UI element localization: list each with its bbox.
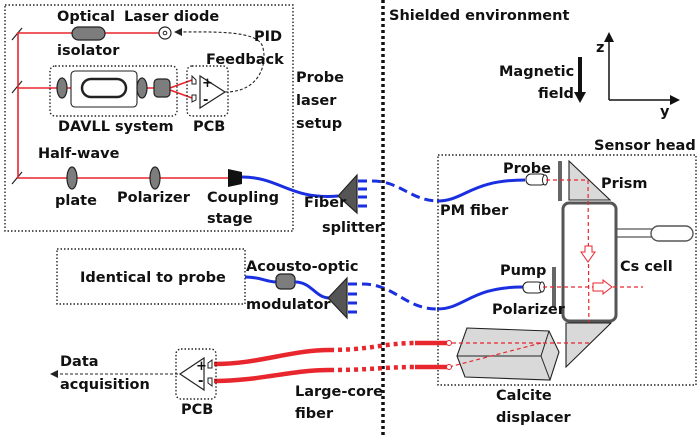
beam-calcite-extraordinary: [448, 342, 542, 368]
label-pid: PID: [254, 29, 282, 45]
optical-isolator: [71, 26, 106, 41]
amp-plus-sign-bottom: +: [196, 359, 207, 374]
large-core-fiber-1-dashed: [329, 340, 416, 353]
pm-fiber-probe: [436, 178, 526, 203]
davll-pbs: [153, 78, 171, 98]
half-wave-plate: [66, 166, 78, 190]
label-feedback: Feedback: [206, 52, 284, 68]
laser-diode-aperture: [162, 30, 168, 36]
probe-laser-setup-box: [4, 4, 294, 232]
label-probe-setup-1: Probe: [296, 70, 344, 86]
pm-fiber-dashed: [371, 179, 438, 203]
label-fiber-bottom: fiber: [295, 406, 334, 422]
label-acquisition: acquisition: [60, 377, 150, 393]
label-polarizer-sensor: Polarizer: [492, 302, 566, 318]
acousto-optic-modulator: [275, 273, 296, 290]
fiber-aom-to-splitter: [294, 280, 331, 300]
amplifier-top: [199, 74, 227, 110]
photodiode-plus-bottom: [207, 359, 213, 369]
amp-minus-sign-top: -: [203, 93, 208, 108]
sensor-head-box: [437, 154, 697, 386]
label-pm-fiber: PM fiber: [440, 203, 509, 219]
fiber-to-splitter: [241, 175, 339, 198]
probe-direction-arrow: [580, 245, 596, 263]
label-magnetic: Magnetic: [499, 64, 574, 80]
fiber-to-aom: [244, 275, 278, 284]
photodiode-minus-bottom: [207, 377, 213, 387]
cs-cell: [561, 201, 618, 323]
amp-minus-sign-bottom: -: [198, 374, 203, 389]
label-field: field: [538, 86, 574, 102]
fiber-2-tip: [446, 364, 452, 370]
large-core-fiber-1: [213, 347, 331, 367]
label-pcb-bottom: PCB: [181, 402, 213, 418]
probe-beam-vertical: [587, 179, 590, 344]
label-acousto-optic: Acousto-optic: [246, 259, 358, 275]
label-shielded-environment: Shielded environment: [389, 8, 569, 24]
label-displacer: displacer: [496, 410, 572, 426]
mirror-top: [11, 27, 23, 41]
label-pcb-top: PCB: [193, 119, 225, 135]
mirror-middle: [11, 80, 23, 94]
davll-system-box: [49, 65, 178, 117]
fiber-splitter-probe: [337, 173, 358, 215]
splitter-outputs-probe: [358, 179, 372, 208]
identical-to-probe-box: [56, 248, 246, 305]
prism-bottom: [565, 322, 613, 369]
pump-fiber-dashed: [361, 282, 438, 311]
label-identical-to-probe: Identical to probe: [80, 270, 226, 286]
label-probe-setup-2: laser: [296, 93, 337, 109]
amp-plus-sign-top: +: [202, 76, 213, 91]
photodiode-minus-top: [191, 94, 197, 103]
probe-polarizer-plate: [558, 161, 562, 201]
label-davll-system: DAVLL system: [58, 119, 174, 135]
label-axis-z: z: [596, 40, 604, 56]
label-splitter: splitter: [322, 220, 383, 236]
davll-polarizer-1: [56, 77, 68, 99]
label-prism: Prism: [601, 176, 648, 192]
magnetic-field-arrowhead: [574, 92, 586, 103]
label-calcite: Calcite: [496, 388, 552, 404]
label-half-wave: Half-wave: [38, 146, 120, 162]
label-cs-cell: Cs cell: [620, 259, 673, 275]
pump-fiber: [436, 285, 524, 311]
label-large-core: Large-core: [295, 384, 383, 400]
amplifier-bottom: [178, 356, 205, 392]
beam-to-photodiode-minus: [169, 89, 193, 99]
label-coupling: Coupling: [207, 190, 279, 206]
polarizer-probe: [149, 166, 161, 190]
label-modulator: modulator: [246, 297, 331, 313]
fiber-splitter-pump: [327, 276, 348, 320]
label-fiber: Fiber: [304, 195, 347, 211]
label-polarizer-top: Polarizer: [117, 190, 191, 206]
davll-quarter-wave-plate: [136, 77, 148, 99]
label-isolator: isolator: [57, 43, 120, 59]
label-sensor-head: Sensor head: [594, 138, 696, 154]
pid-feedback-line: [174, 27, 265, 93]
label-laser-diode: Laser diode: [124, 9, 219, 25]
label-data: Data: [60, 354, 99, 370]
label-pump: Pump: [500, 263, 546, 279]
beam-to-photodiode-plus: [169, 79, 193, 89]
label-probe: Probe: [503, 161, 551, 177]
splitter-outputs-pump: [348, 282, 362, 314]
large-core-fiber-2-dashed: [329, 364, 416, 373]
cs-reservoir: [650, 225, 694, 242]
pcb-top-box: [186, 65, 229, 117]
label-stage: stage: [207, 211, 253, 227]
pcb-bottom-box: [175, 348, 217, 400]
large-core-fiber-2: [213, 367, 331, 384]
fiber-1-tip: [446, 340, 452, 346]
label-axis-y: y: [660, 104, 670, 120]
coupling-stage: [228, 169, 242, 187]
mirror-bottom: [11, 171, 23, 185]
photodiode-plus-top: [191, 74, 197, 85]
label-probe-setup-3: setup: [296, 116, 342, 132]
label-optical: Optical: [57, 9, 115, 25]
davll-vapor-cell: [80, 77, 128, 99]
calcite-displacer: [456, 327, 560, 381]
label-plate: plate: [55, 193, 97, 209]
pump-direction-arrow: [592, 278, 613, 296]
